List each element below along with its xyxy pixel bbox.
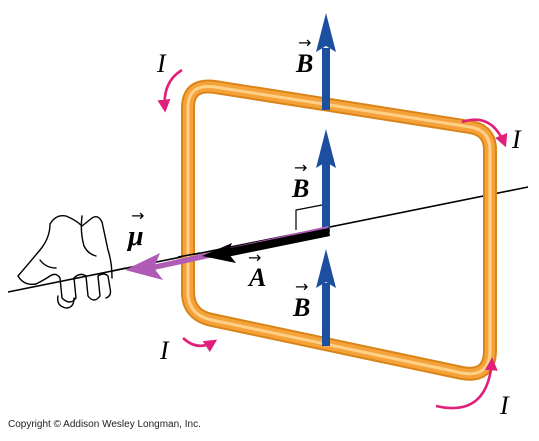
current-arrow-bottom-left (182, 337, 218, 353)
current-label-bottom-right: I (499, 391, 510, 420)
current-loop (181, 79, 497, 381)
area-vector-arrow (202, 228, 330, 263)
rotation-axis-front (177, 252, 201, 258)
current-arrow-right (461, 118, 508, 148)
current-arrow-top-left (157, 68, 183, 113)
field-label-middle: B (291, 174, 309, 203)
field-label-top: B (295, 49, 313, 78)
hand-icon (17, 214, 113, 309)
field-arrow-top (316, 13, 336, 110)
field-arrow-middle (316, 129, 336, 232)
field-vector-sign-bottom: → (295, 277, 308, 296)
copyright-notice: Copyright © Addison Wesley Longman, Inc. (8, 419, 201, 430)
moment-vector-sign: → (131, 206, 144, 225)
area-label: A (247, 263, 266, 292)
right-angle-marker (295, 204, 323, 230)
current-label-bottom-left: I (159, 336, 170, 365)
moment-label: μ (126, 221, 144, 252)
rotation-axis-hand (111, 267, 127, 272)
field-vector-sign-top: → (298, 33, 311, 52)
field-label-bottom: B (292, 293, 310, 322)
current-arrow-bottom-right (435, 357, 498, 410)
field-vector-sign-middle: → (294, 158, 307, 177)
current-label-right: I (511, 125, 522, 154)
field-arrow-bottom (316, 249, 336, 346)
current-label-top-left: I (156, 49, 167, 78)
area-vector-sign: → (248, 248, 261, 267)
